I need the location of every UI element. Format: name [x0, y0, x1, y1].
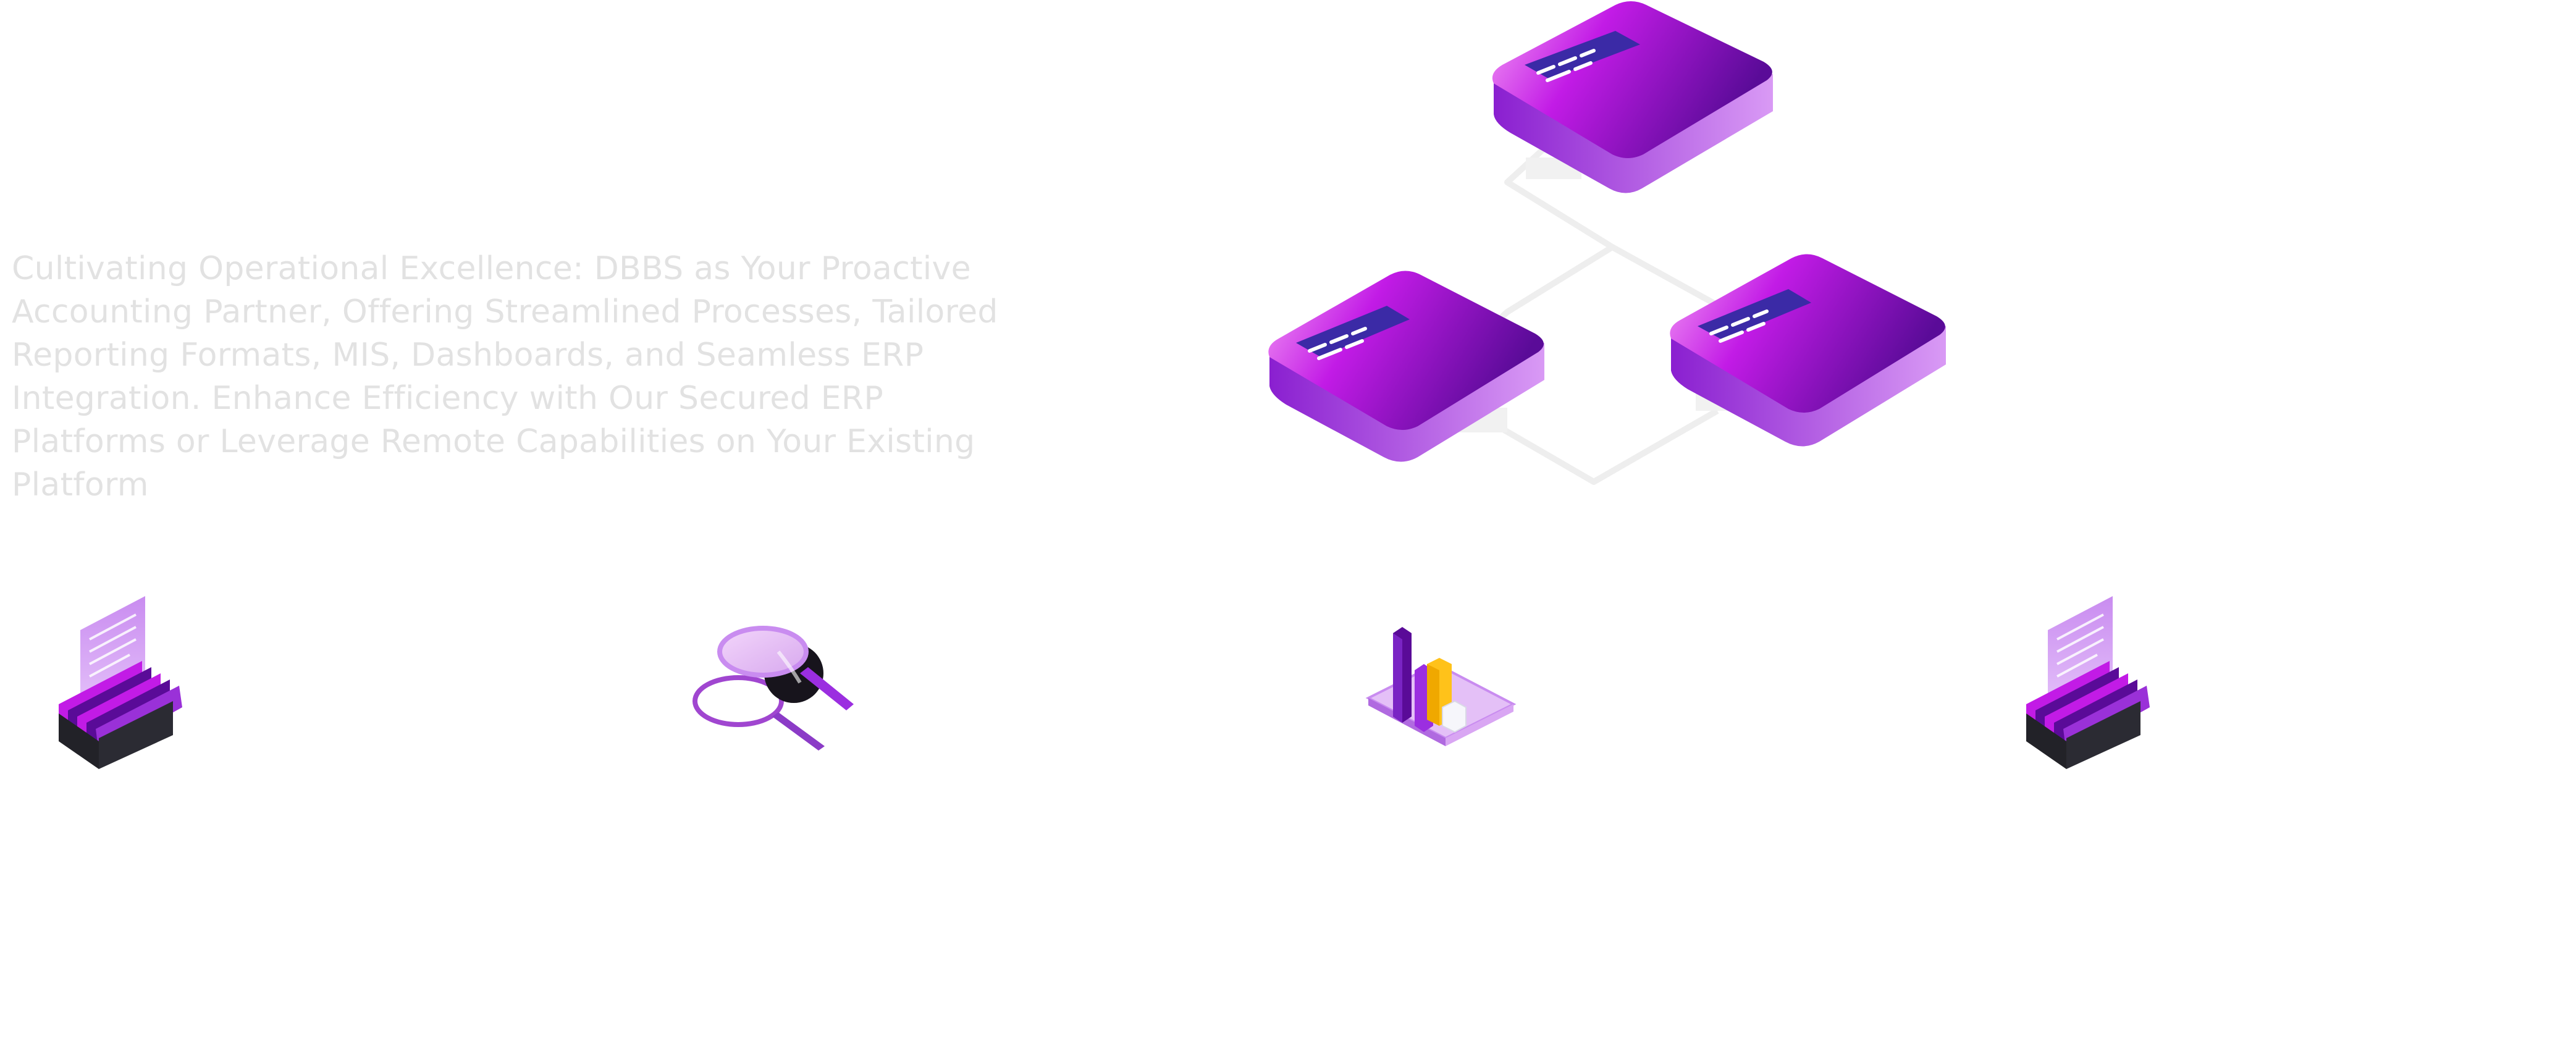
server-node-right — [1670, 254, 1946, 447]
intro-paragraph: Cultivating Operational Excellence: DBBS… — [12, 250, 998, 503]
document-stack-icon — [2026, 596, 2150, 769]
server-node-left — [1268, 271, 1544, 462]
bar-chart-tablet-icon — [1365, 627, 1517, 746]
server-node-top — [1492, 1, 1773, 193]
document-stack-icon — [59, 596, 182, 769]
magnifier-icon — [692, 626, 854, 751]
